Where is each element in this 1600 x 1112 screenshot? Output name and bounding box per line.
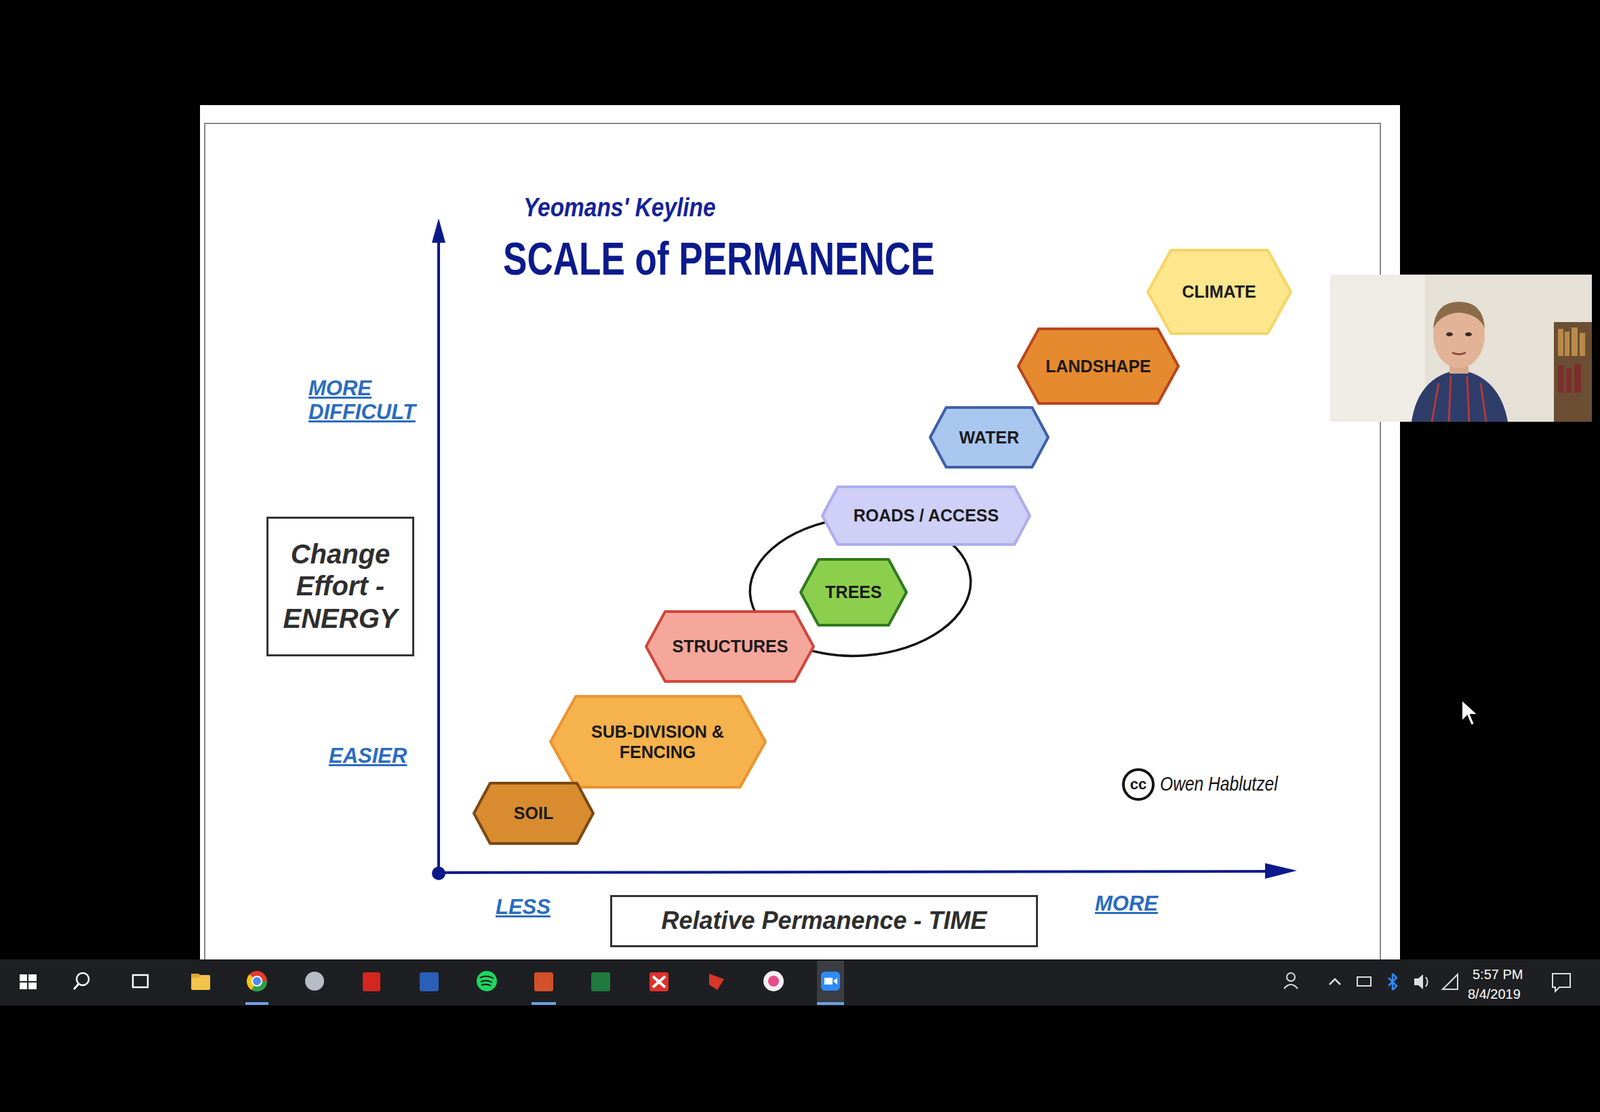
hexagon-node: TREES <box>797 557 910 627</box>
hexagon-node: LANDSHAPE <box>1015 327 1182 405</box>
slide-title: SCALE of PERMANENCE <box>503 231 935 285</box>
hexagon-node: ROADS / ACCESS <box>819 485 1033 546</box>
taskbar-icons <box>19 960 1571 1006</box>
mouse-cursor <box>1460 698 1481 729</box>
axis-end-label: MORE <box>1094 892 1158 916</box>
taskbar <box>0 959 1600 1006</box>
hexagon-outline <box>550 696 766 788</box>
y-axis-arrow <box>431 218 446 243</box>
hexagon-text: WATER <box>959 427 1019 448</box>
hexagon-outline <box>646 611 814 682</box>
hexagon-shape <box>547 694 769 789</box>
axis-end-label: MORE DIFFICULT <box>308 376 431 424</box>
hexagon-node: SOIL <box>471 781 596 845</box>
hexagon-text: STRUCTURES <box>672 635 789 657</box>
axis-end-label: LESS <box>495 895 551 920</box>
slide-border <box>204 123 1381 971</box>
axis-label-text: Relative Permanence - TIME <box>661 906 987 935</box>
axis-label-box: Change Effort - ENERGY <box>266 516 415 657</box>
hexagon-outline <box>1147 250 1291 334</box>
x-axis-arrow <box>1265 863 1297 879</box>
hexagon-text: TREES <box>825 581 882 603</box>
hexagon-text: LANDSHAPE <box>1045 355 1152 377</box>
hexagon-outline <box>930 407 1049 468</box>
x-axis <box>438 871 1275 873</box>
subtitle: Yeomans' Keyline <box>523 193 716 223</box>
hexagon-node: WATER <box>927 406 1051 469</box>
clock-time: 5:57 PM <box>1472 966 1523 982</box>
axis-end-label: EASIER <box>328 744 407 769</box>
clock-date: 8/4/2019 <box>1467 986 1521 1002</box>
hexagon-outline <box>473 783 594 844</box>
cc-icon: cc <box>1122 768 1155 801</box>
axis-label-text: Change Effort - ENERGY <box>275 538 405 635</box>
slide <box>200 105 1400 961</box>
hexagon-text: ROADS / ACCESS <box>853 505 999 526</box>
hexagon-text: SOIL <box>513 802 554 824</box>
y-axis <box>437 233 440 873</box>
hexagon-node: SUB-DIVISION & FENCING <box>547 694 769 789</box>
axis-label-box: Relative Permanence - TIME <box>610 894 1038 948</box>
screen-bottom <box>0 1005 1600 1112</box>
author-credit: Owen Hablutzel <box>1160 772 1278 796</box>
hexagon-text: SUB-DIVISION & FENCING <box>585 721 731 763</box>
hexagon-outline <box>800 559 907 626</box>
origin-dot <box>431 866 446 880</box>
hexagon-node: STRUCTURES <box>643 610 817 683</box>
hexagon-outline <box>1018 328 1179 404</box>
hexagon-node: CLIMATE <box>1145 248 1294 335</box>
hexagon-outline <box>822 486 1030 545</box>
hexagon-text: CLIMATE <box>1181 281 1256 302</box>
webcam-thumbnail <box>1330 274 1592 422</box>
